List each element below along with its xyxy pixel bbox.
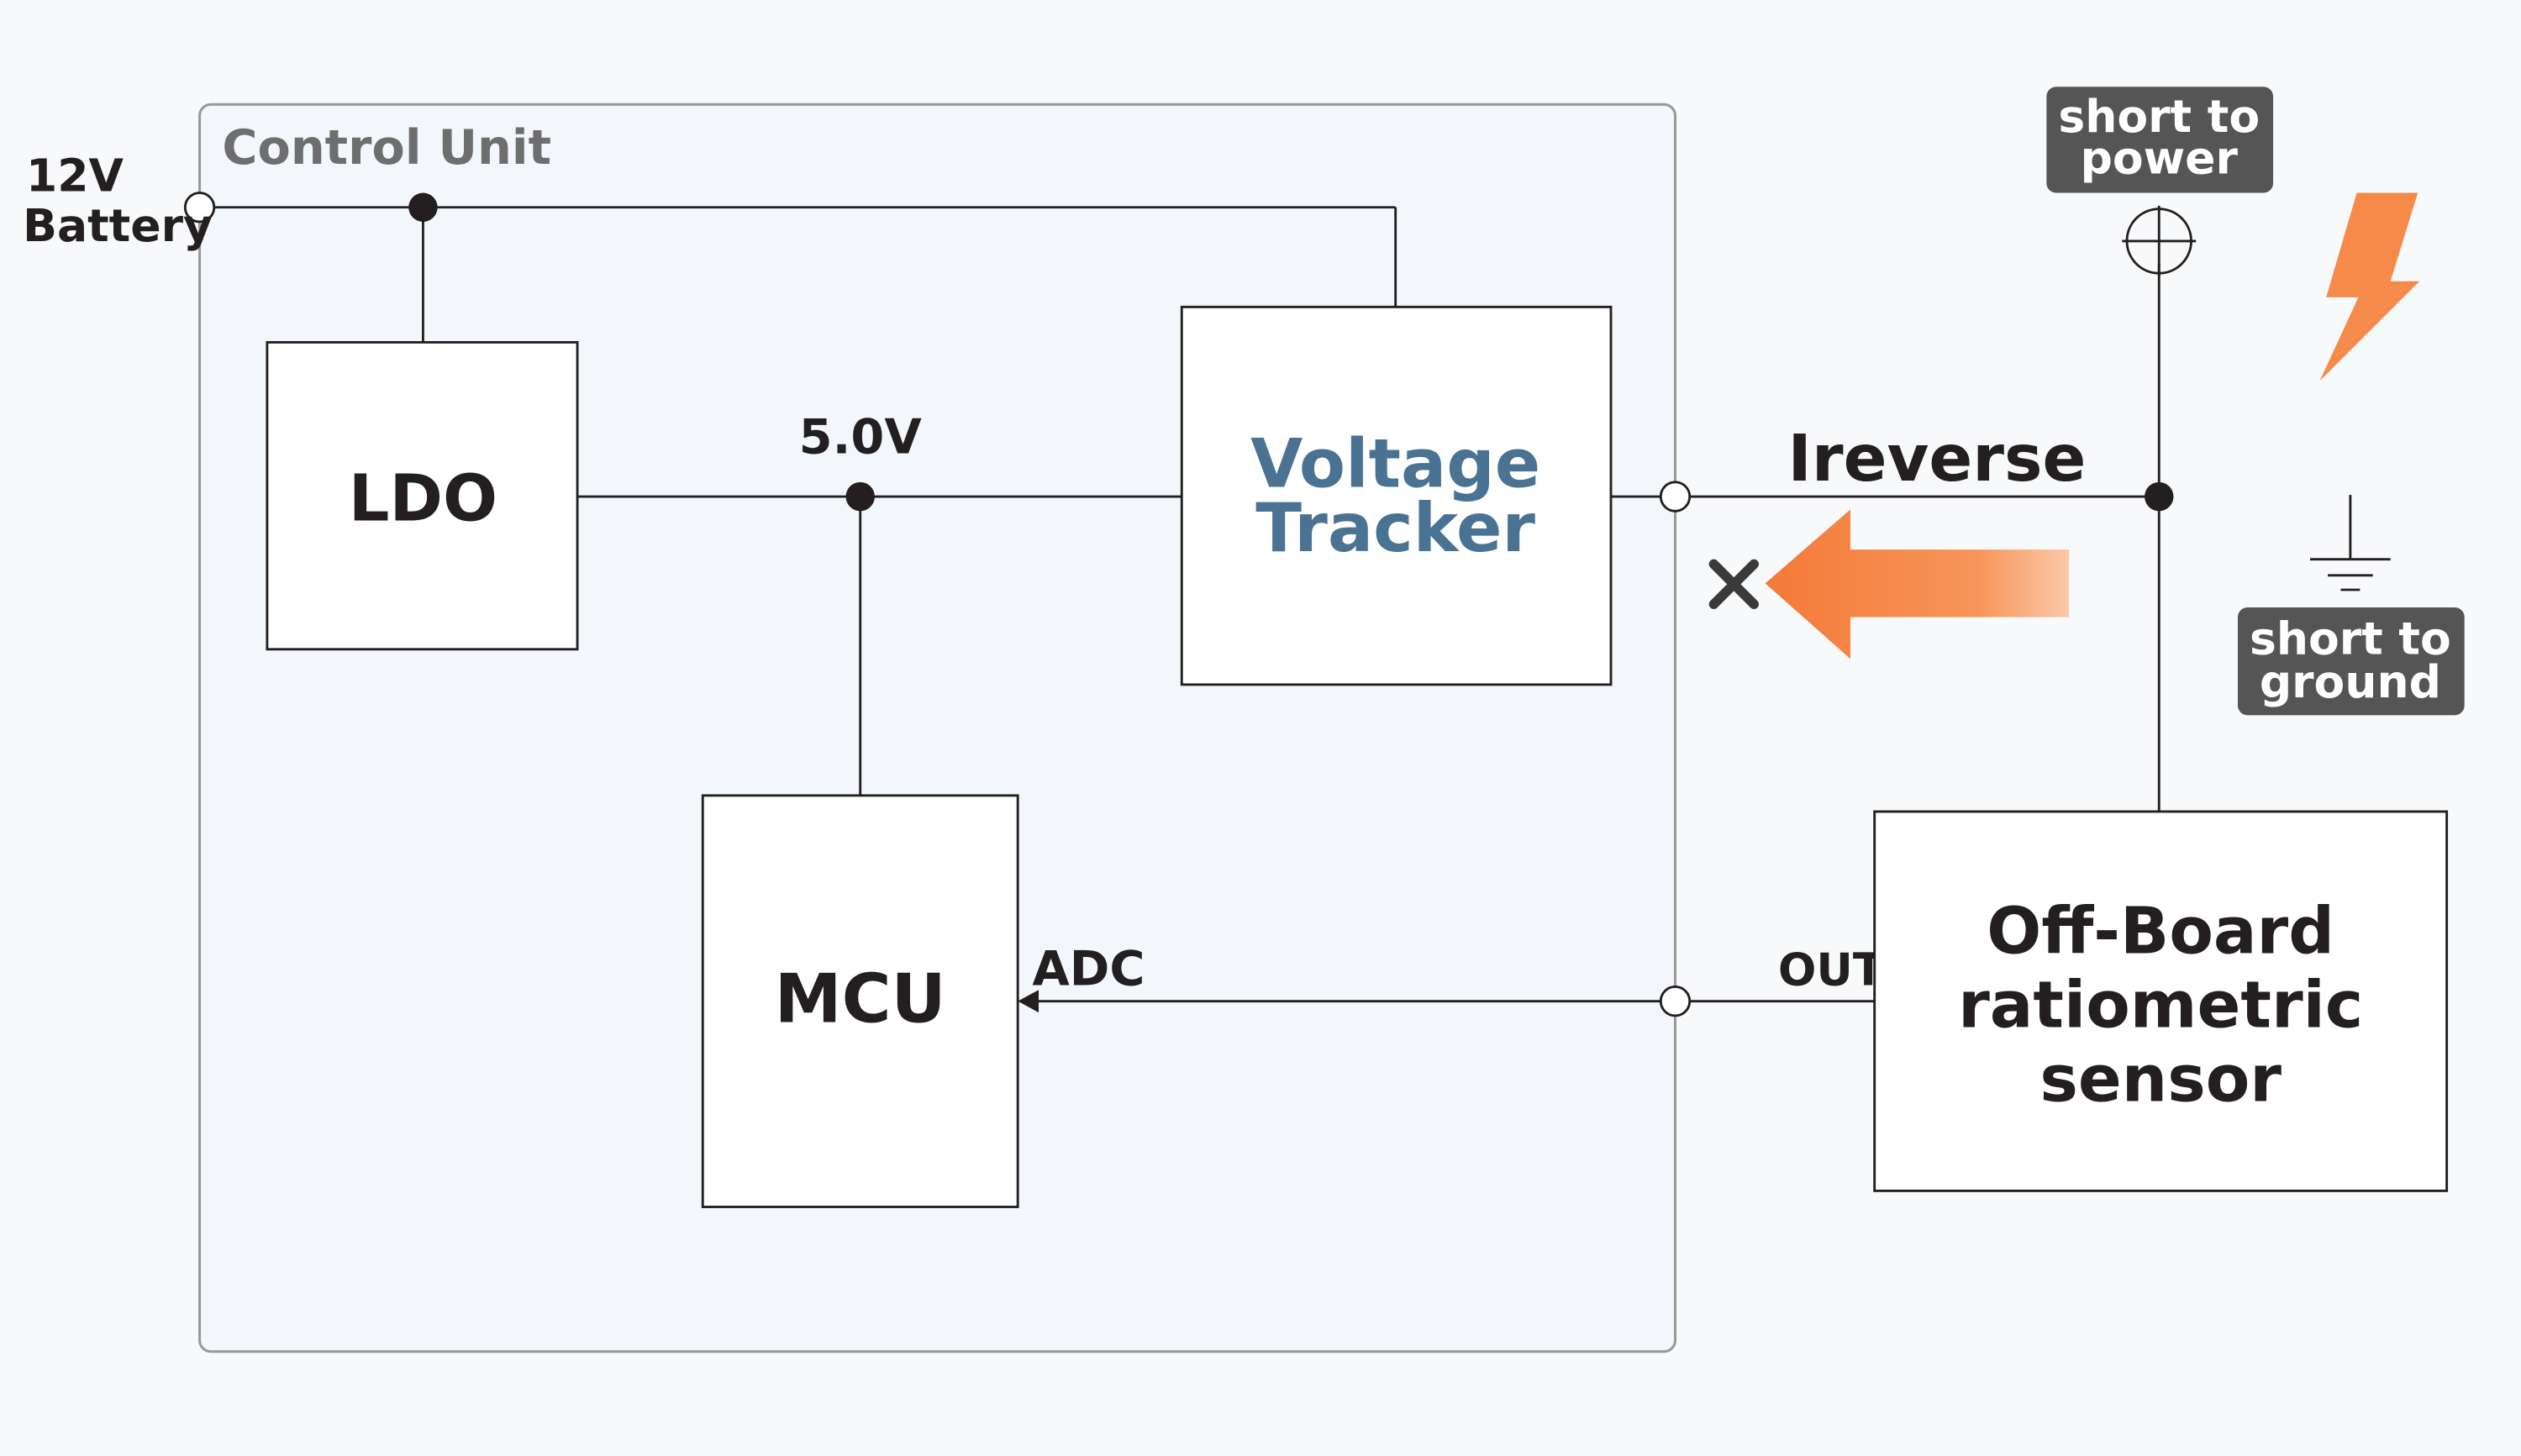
ground-icon [2310, 495, 2391, 591]
junction-dot [845, 481, 875, 512]
battery-voltage-label: 12V [26, 150, 124, 202]
battery-terminal [183, 192, 216, 223]
lightning-bolt-icon [2319, 192, 2420, 381]
voltage-tracker-label-line2: Tracker [1255, 488, 1535, 567]
power-supply-icon [2122, 205, 2197, 277]
sensor-label-line1: Off-Board [1987, 894, 2334, 969]
sensor-label-line3: sensor [2039, 1042, 2282, 1117]
sensor-label-line2: ratiometric [1958, 968, 2363, 1043]
junction-dot [408, 192, 438, 222]
reverse-current-arrow [1765, 509, 2070, 660]
short-to-ground-line1: short to [2250, 612, 2451, 665]
short-to-ground-line2: ground [2260, 655, 2441, 708]
short-to-ground-tag [2237, 607, 2465, 716]
sensor-block [1873, 810, 2449, 1192]
rail-voltage-label: 5.0V [799, 408, 923, 465]
short-to-power-line2: power [2081, 132, 2239, 185]
blocked-x-icon [1708, 559, 1759, 609]
wires [210, 206, 2160, 1003]
junction-dot [2145, 481, 2174, 512]
adc-arrowhead [1018, 990, 1039, 1013]
short-to-power-line1: short to [2058, 90, 2260, 143]
adc-label: ADC [1032, 941, 1145, 997]
mcu-block [701, 794, 1019, 1208]
out-label: OUT [1778, 944, 1884, 996]
short-to-power-tag [2046, 87, 2274, 193]
voltage-tracker-block [1180, 305, 1613, 686]
reverse-current-label: Ireverse [1787, 422, 2086, 497]
out-terminal [1659, 986, 1692, 1017]
voltage-tracker-label-line1: Voltage [1250, 424, 1540, 503]
battery-name-label: Battery [23, 199, 213, 252]
ldo-label: LDO [349, 462, 497, 537]
tracker-terminal [1659, 481, 1692, 512]
mcu-label: MCU [775, 959, 946, 1038]
control-unit-label: Control Unit [222, 119, 551, 176]
ldo-block [266, 340, 579, 651]
